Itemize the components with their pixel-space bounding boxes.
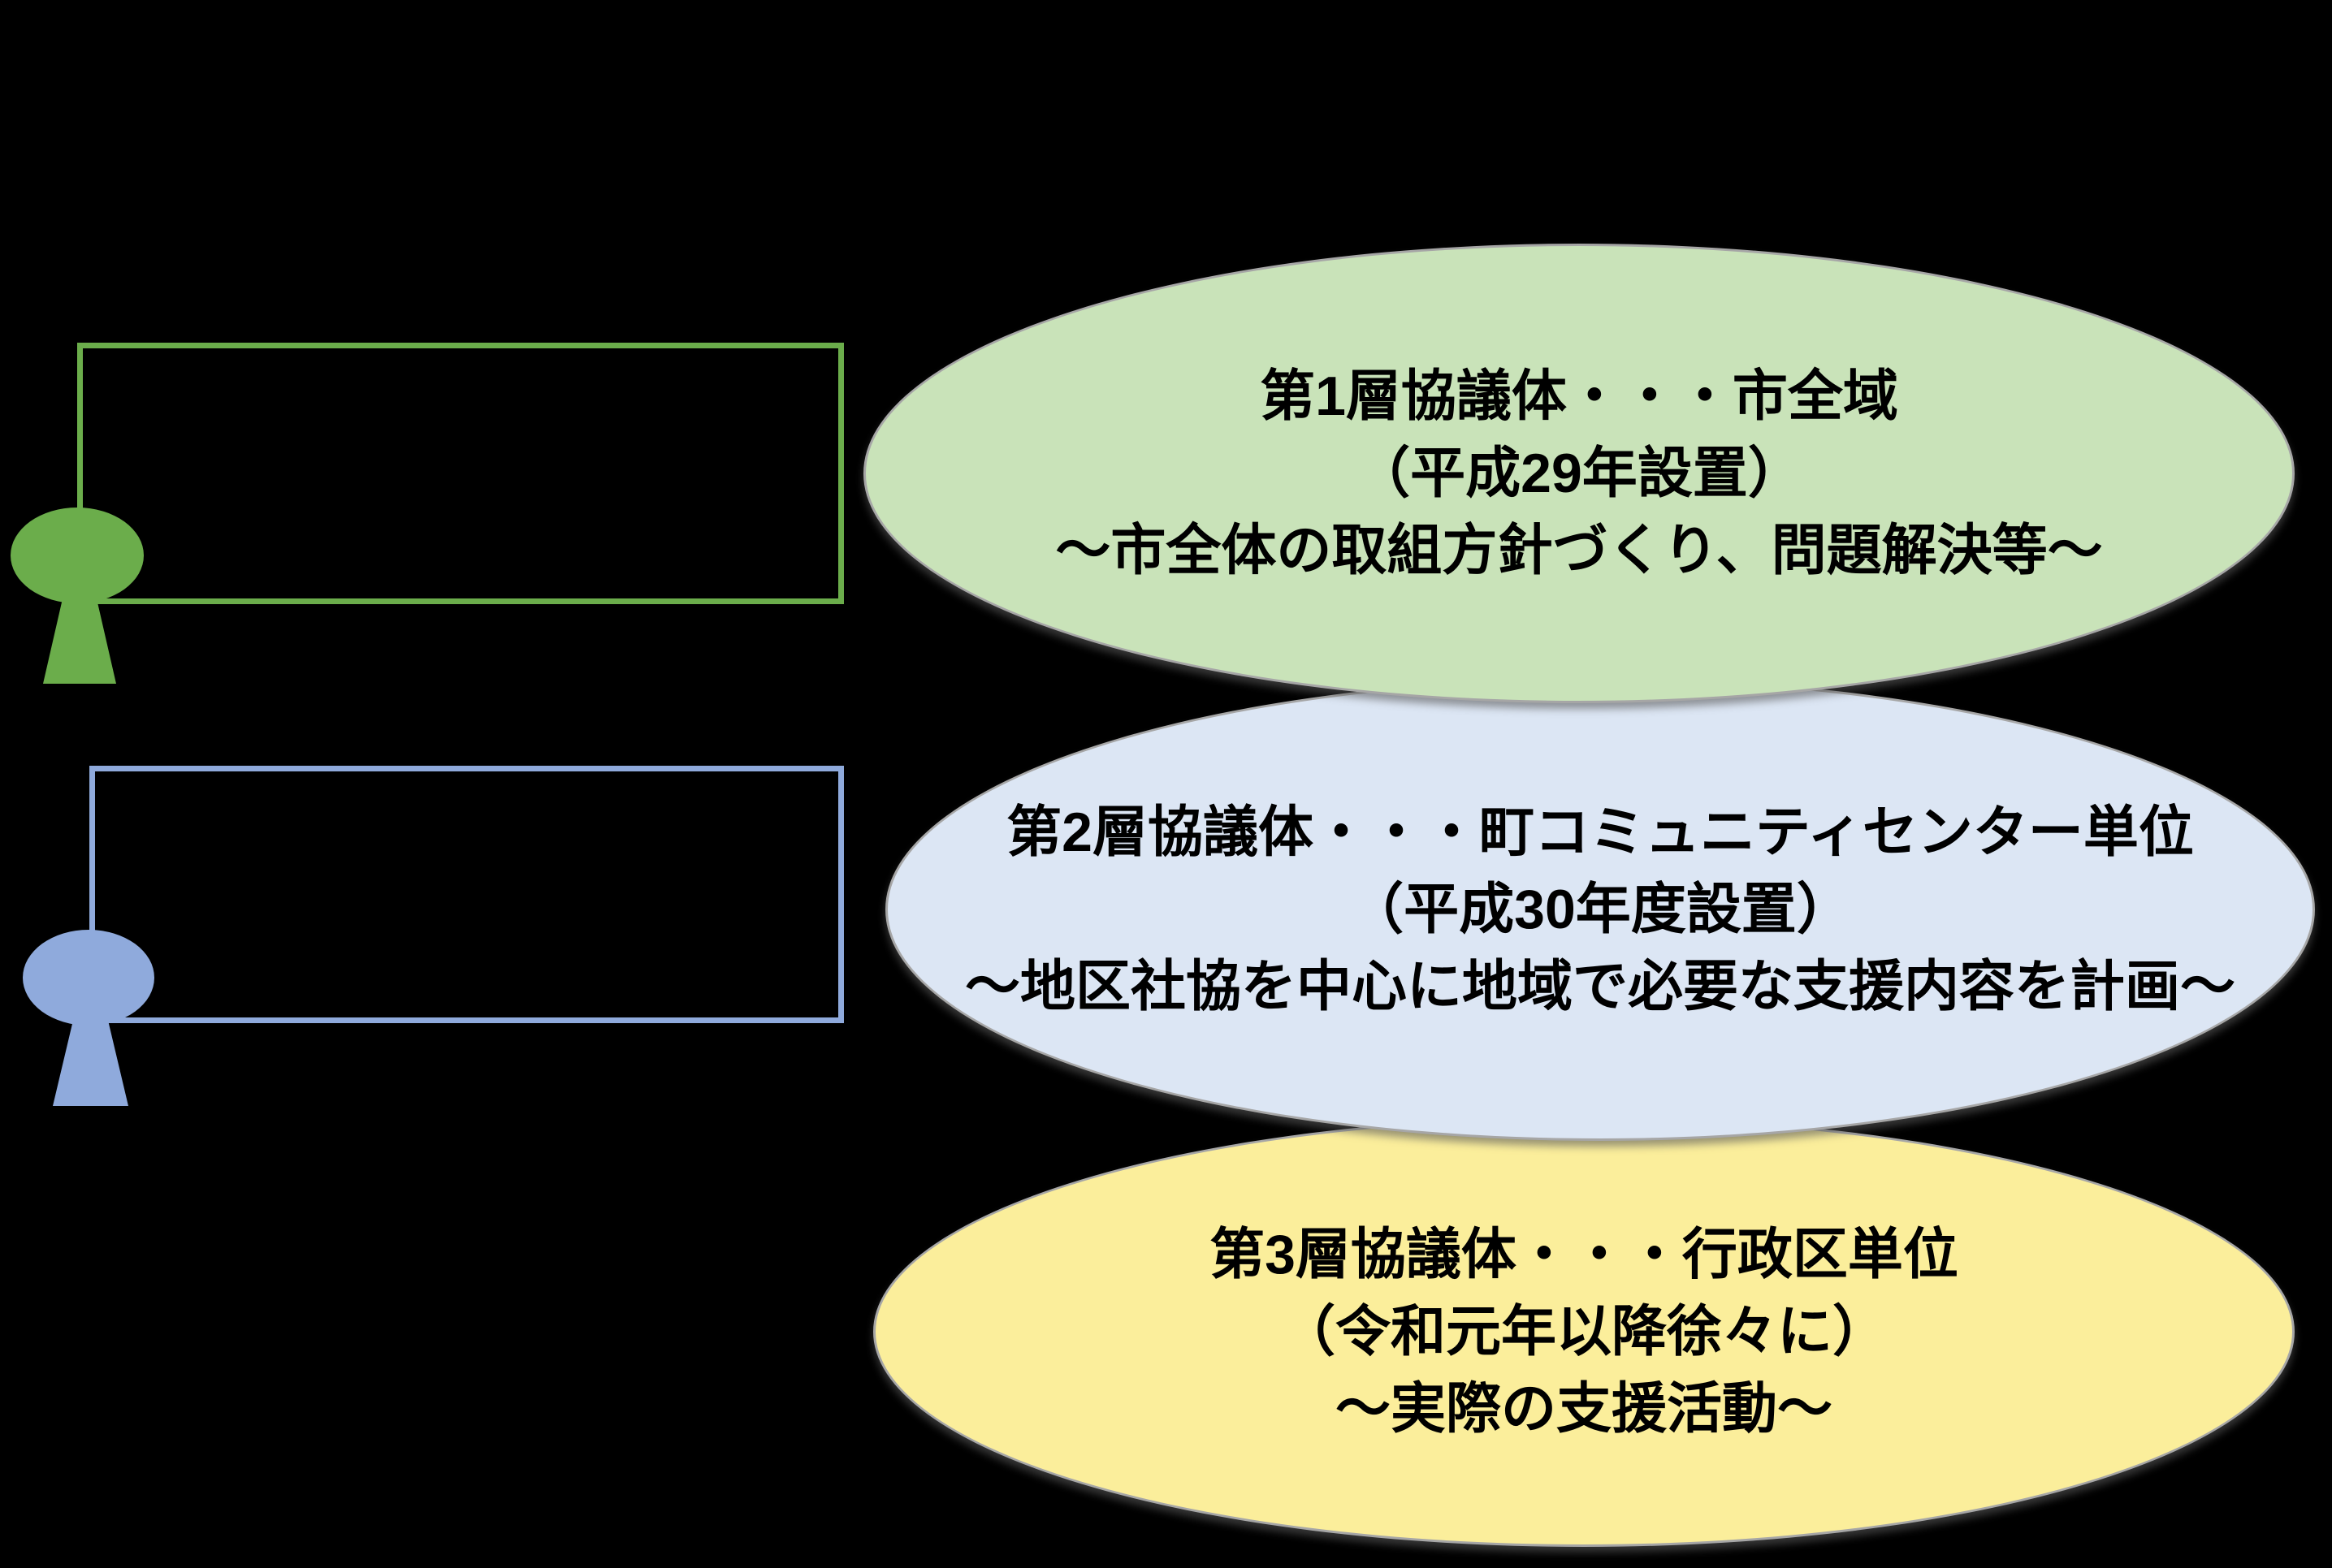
tier2-title: 第2層協議体・・・町コミュニティセンター単位 bbox=[1006, 801, 2194, 863]
tier2-ellipse: 第2層協議体・・・町コミュニティセンター単位 （平成30年度設置） ～地区社協を… bbox=[885, 678, 2315, 1141]
tier3-description: ～実際の支援活動～ bbox=[1335, 1377, 1832, 1440]
tier1-ellipse: 第1層協議体・・・市全域 （平成29年設置） ～市全体の取組方針づくり、問題解決… bbox=[863, 244, 2295, 703]
tier1-person-head-icon bbox=[11, 508, 144, 603]
tier3-subtitle: （令和元年以降徐々に） bbox=[1279, 1300, 1888, 1363]
tier1-description: ～市全体の取組方針づくり、問題解決等～ bbox=[1055, 519, 2103, 581]
tier1-placeholder-box bbox=[77, 343, 844, 604]
tier2-person-head-icon bbox=[23, 930, 154, 1026]
tier2-description: ～地区社協を中心に地域で必要な支援内容を計画～ bbox=[964, 955, 2235, 1017]
tier1-title: 第1層協議体・・・市全域 bbox=[1260, 365, 1898, 427]
tier1-subtitle: （平成29年設置） bbox=[1355, 442, 1803, 504]
tier1-person-body-icon bbox=[43, 601, 116, 684]
tier2-person-body-icon bbox=[53, 1023, 128, 1106]
tier3-ellipse: 第3層協議体・・・行政区単位 （令和元年以降徐々に） ～実際の支援活動～ bbox=[873, 1117, 2295, 1547]
tier2-placeholder-box bbox=[89, 766, 844, 1023]
tier2-subtitle: （平成30年度設置） bbox=[1348, 878, 1852, 940]
tier3-title: 第3層協議体・・・行政区単位 bbox=[1209, 1223, 1958, 1285]
